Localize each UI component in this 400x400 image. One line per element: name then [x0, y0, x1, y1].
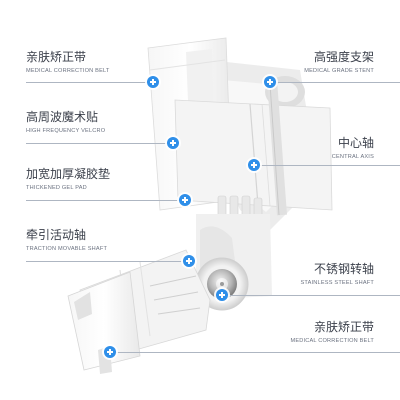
callout-traction-shaft: 牵引活动轴 TRACTION MOVABLE SHAFT: [26, 228, 107, 253]
plus-marker-icon[interactable]: [264, 76, 276, 88]
callout-subtitle: CENTRAL AXIS: [331, 154, 374, 160]
callout-subtitle: HIGH FREQUENCY VELCRO: [26, 128, 106, 134]
callout-subtitle: TRACTION MOVABLE SHAFT: [26, 246, 108, 252]
callout-subtitle: MEDICAL CORRECTION BELT: [26, 68, 110, 74]
callout-subtitle: THICKENED GEL PAD: [26, 185, 87, 191]
callout-title: 加宽加厚凝胶垫: [26, 167, 111, 181]
callout-central-axis: 中心轴 CENTRAL AXIS: [332, 136, 374, 161]
callout-title: 中心轴: [337, 136, 374, 150]
callout-velcro: 高周波魔术贴 HIGH FREQUENCY VELCRO: [26, 110, 105, 135]
plus-marker-icon[interactable]: [167, 137, 179, 149]
callout-title: 高强度支架: [313, 50, 374, 64]
leader-line-stent: [270, 82, 400, 83]
callout-subtitle: STAINLESS STEEL SHAFT: [300, 280, 374, 286]
callout-gel-pad: 加宽加厚凝胶垫 THICKENED GEL PAD: [26, 167, 110, 192]
leader-line-skin-belt-top: [26, 82, 150, 83]
callout-stent: 高强度支架 MEDICAL GRADE STENT: [304, 50, 374, 75]
leader-line-gel-pad: [26, 200, 186, 201]
callout-skin-belt-bottom: 亲肤矫正带 MEDICAL CORRECTION BELT: [290, 320, 374, 345]
callout-skin-belt-top: 亲肤矫正带 MEDICAL CORRECTION BELT: [26, 50, 110, 75]
callout-subtitle: MEDICAL GRADE STENT: [304, 68, 374, 74]
leader-line-traction-shaft: [26, 261, 192, 262]
leader-line-central-axis: [254, 165, 400, 166]
callout-title: 高周波魔术贴: [26, 110, 99, 124]
plus-marker-icon[interactable]: [248, 159, 260, 171]
callout-title: 不锈钢转轴: [313, 262, 374, 276]
leader-line-steel-shaft: [222, 295, 400, 296]
callout-subtitle: MEDICAL CORRECTION BELT: [290, 338, 374, 344]
callout-steel-shaft: 不锈钢转轴 STAINLESS STEEL SHAFT: [300, 262, 374, 287]
leader-line-velcro: [26, 143, 176, 144]
plus-marker-icon[interactable]: [147, 76, 159, 88]
leader-line-skin-belt-bottom: [110, 352, 400, 353]
callout-title: 亲肤矫正带: [26, 50, 87, 64]
plus-marker-icon[interactable]: [216, 289, 228, 301]
callout-title: 牵引活动轴: [26, 228, 87, 242]
callout-title: 亲肤矫正带: [313, 320, 374, 334]
plus-marker-icon[interactable]: [179, 194, 191, 206]
plus-marker-icon[interactable]: [104, 346, 116, 358]
plus-marker-icon[interactable]: [183, 255, 195, 267]
